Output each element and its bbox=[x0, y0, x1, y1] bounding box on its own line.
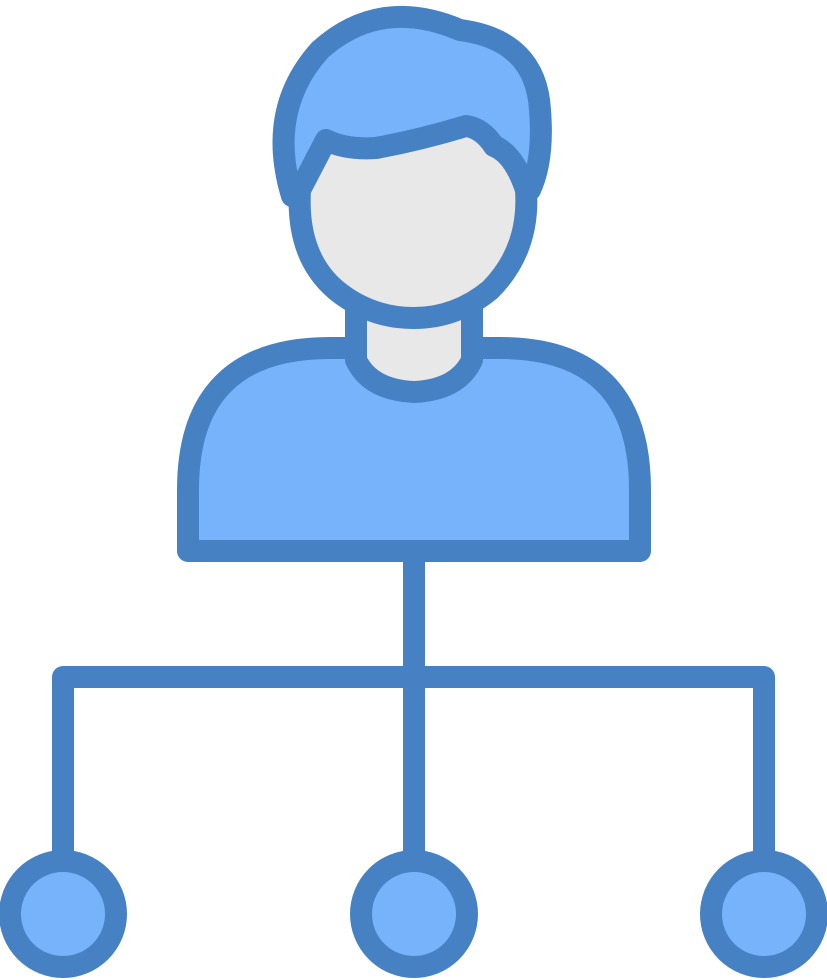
child-node-right bbox=[700, 850, 827, 978]
child-nodes bbox=[0, 850, 827, 978]
child-node-left bbox=[0, 850, 127, 978]
connector-lines bbox=[52, 549, 775, 873]
child-node-center bbox=[350, 850, 478, 978]
face-shape bbox=[288, 115, 538, 329]
